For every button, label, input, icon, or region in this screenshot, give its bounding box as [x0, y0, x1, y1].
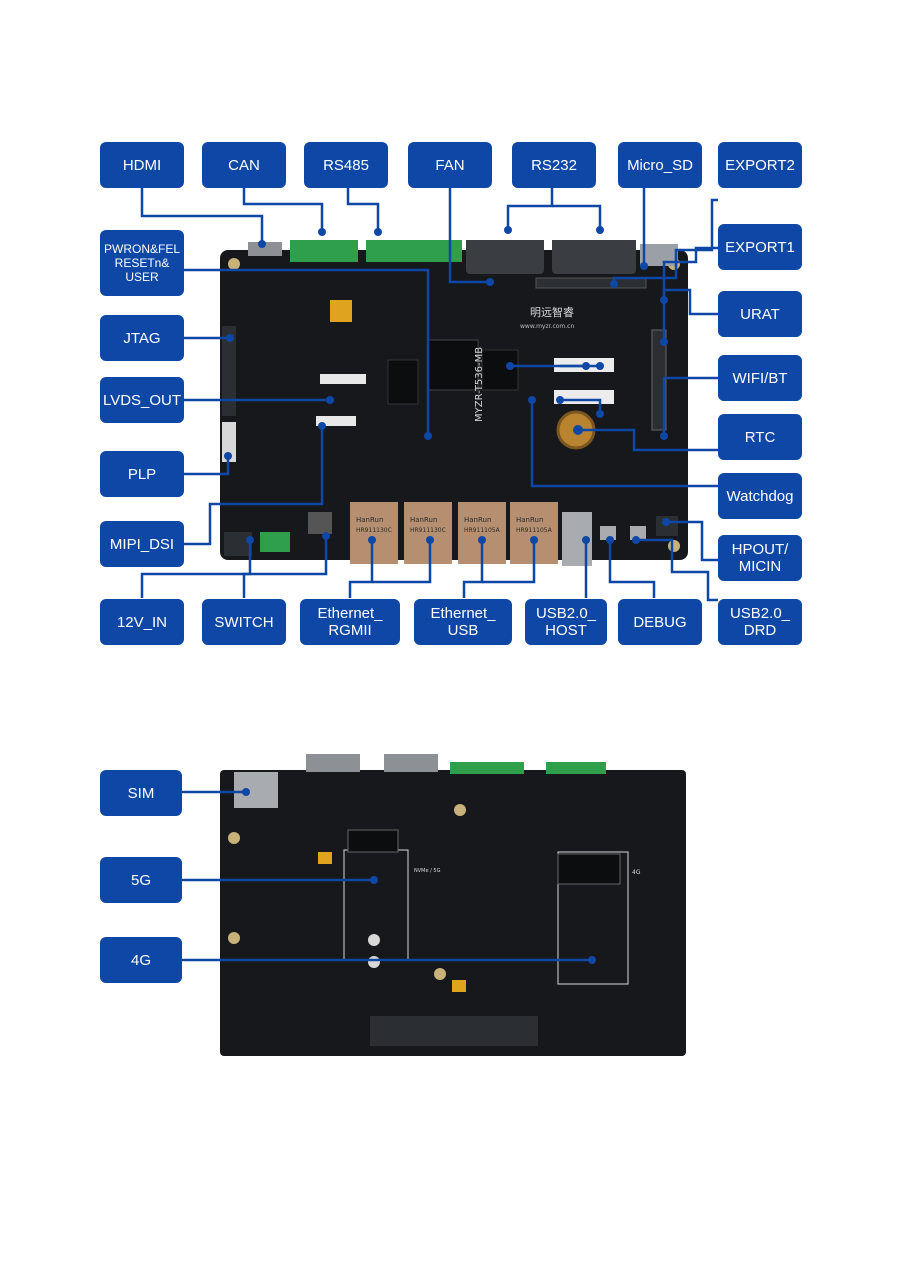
- export2-header-icon: [535, 277, 647, 289]
- label-can: CAN: [202, 142, 286, 188]
- mount-hole: [228, 258, 240, 270]
- slot-4g-outline-icon: [557, 851, 629, 985]
- debug-port-icon: [600, 526, 616, 540]
- urat-header-icon: [651, 329, 667, 431]
- mount-hole: [434, 968, 446, 980]
- label-rs485: RS485: [304, 142, 388, 188]
- power-jack-icon: [224, 532, 252, 556]
- m2-standoff-icon: [368, 956, 380, 968]
- usb-host-port-icon: [562, 512, 592, 566]
- label-lvds-out: LVDS_OUT: [100, 377, 184, 423]
- jtag-header-icon: [222, 326, 236, 416]
- label-watchdog: Watchdog: [718, 473, 802, 519]
- micro-sd-slot-icon: [640, 244, 678, 266]
- label-usb2-host: USB2.0_ HOST: [525, 599, 607, 645]
- back-board-graphic: NVMe / 5G 4G: [220, 754, 686, 1056]
- board-brand-text: 明远智睿: [530, 305, 574, 319]
- label-rs232: RS232: [512, 142, 596, 188]
- label-sim: SIM: [100, 770, 182, 816]
- label-12v-in: 12V_IN: [100, 599, 184, 645]
- label-micro-sd: Micro_SD: [618, 142, 702, 188]
- label-fan: FAN: [408, 142, 492, 188]
- board-model-text: MYZR-T536-MB: [474, 347, 485, 422]
- rs485-terminal-icon: [366, 240, 462, 262]
- audio-jack-icon: [656, 516, 678, 536]
- minipcie-slot-4g-icon: [557, 853, 621, 885]
- label-4g: 4G: [100, 937, 182, 983]
- can-terminal-icon: [290, 240, 358, 262]
- sim-slot-icon: [234, 772, 278, 808]
- mount-hole: [454, 804, 466, 816]
- jack-part-text: HR911105A: [464, 527, 501, 534]
- label-ethernet-rgmii: Ethernet_ RGMII: [300, 599, 400, 645]
- back-board-photo: NVMe / 5G 4G: [220, 752, 688, 1062]
- terminal-back-icon: [546, 762, 606, 774]
- jack-backs-icon: [370, 1016, 538, 1046]
- label-plp: PLP: [100, 451, 184, 497]
- label-switch: SWITCH: [202, 599, 286, 645]
- label-5g: 5G: [100, 857, 182, 903]
- label-mipi-dsi: MIPI_DSI: [100, 521, 184, 567]
- capacitor-icon: [330, 300, 352, 322]
- db9-back-icon: [384, 754, 438, 772]
- jack-part-text: HR911130C: [410, 527, 446, 534]
- m2-slot-5g-icon: [347, 829, 399, 853]
- pcb-back: [220, 770, 686, 1056]
- soc-chip-icon: [427, 339, 479, 391]
- front-board-photo: 明远智睿 www.myzr.com.cn MYZR-T536-MB HanRun…: [220, 240, 688, 570]
- usb-drd-port-icon: [630, 526, 646, 540]
- jack-part-text: HR911130C: [356, 527, 392, 534]
- slot-4g-marking: 4G: [632, 869, 641, 876]
- ttl-header-icon: [554, 390, 614, 404]
- capacitor-icon: [318, 852, 332, 864]
- m2-standoff-icon: [368, 934, 380, 946]
- plp-connector-icon: [222, 422, 236, 462]
- mipi-connector-icon: [316, 416, 356, 426]
- mount-hole: [228, 932, 240, 944]
- ttl-header-icon: [554, 358, 614, 372]
- jack-brand-text: HanRun: [410, 516, 437, 524]
- label-wifi-bt: WIFI/BT: [718, 355, 802, 401]
- label-usb2-drd: USB2.0_ DRD: [718, 599, 802, 645]
- rtc-battery-icon: [556, 410, 596, 450]
- label-export2: EXPORT2: [718, 142, 802, 188]
- label-hdmi: HDMI: [100, 142, 184, 188]
- label-debug: DEBUG: [618, 599, 702, 645]
- mount-hole: [228, 832, 240, 844]
- label-rtc: RTC: [718, 414, 802, 460]
- jack-brand-text: HanRun: [516, 516, 543, 524]
- capacitor-icon: [452, 980, 466, 992]
- rs232-port-a-icon: [466, 240, 544, 274]
- pmic-chip-icon: [387, 359, 419, 405]
- power-terminal-icon: [260, 532, 290, 552]
- label-export1: EXPORT1: [718, 224, 802, 270]
- label-ethernet-usb: Ethernet_ USB: [414, 599, 512, 645]
- mount-hole: [668, 540, 680, 552]
- lvds-connector-icon: [320, 374, 366, 384]
- terminal-back-icon: [450, 762, 524, 774]
- jack-part-text: HR911105A: [516, 527, 553, 534]
- rs232-port-b-icon: [552, 240, 636, 274]
- pcb-front: [220, 250, 688, 560]
- memory-chip-icon: [481, 349, 519, 391]
- jack-brand-text: HanRun: [356, 516, 383, 524]
- label-pwron-reset-user: PWRON&FEL RESETn& USER: [100, 230, 184, 296]
- switch-icon: [308, 512, 332, 534]
- hdmi-port-icon: [248, 242, 282, 256]
- front-board-graphic: 明远智睿 www.myzr.com.cn MYZR-T536-MB HanRun…: [220, 240, 688, 566]
- db9-back-icon: [306, 754, 360, 772]
- slot-5g-marking: NVMe / 5G: [414, 868, 441, 874]
- board-website-text: www.myzr.com.cn: [520, 323, 574, 330]
- label-hpout-micin: HPOUT/ MICIN: [718, 535, 802, 581]
- label-jtag: JTAG: [100, 315, 184, 361]
- label-urat: URAT: [718, 291, 802, 337]
- jack-brand-text: HanRun: [464, 516, 491, 524]
